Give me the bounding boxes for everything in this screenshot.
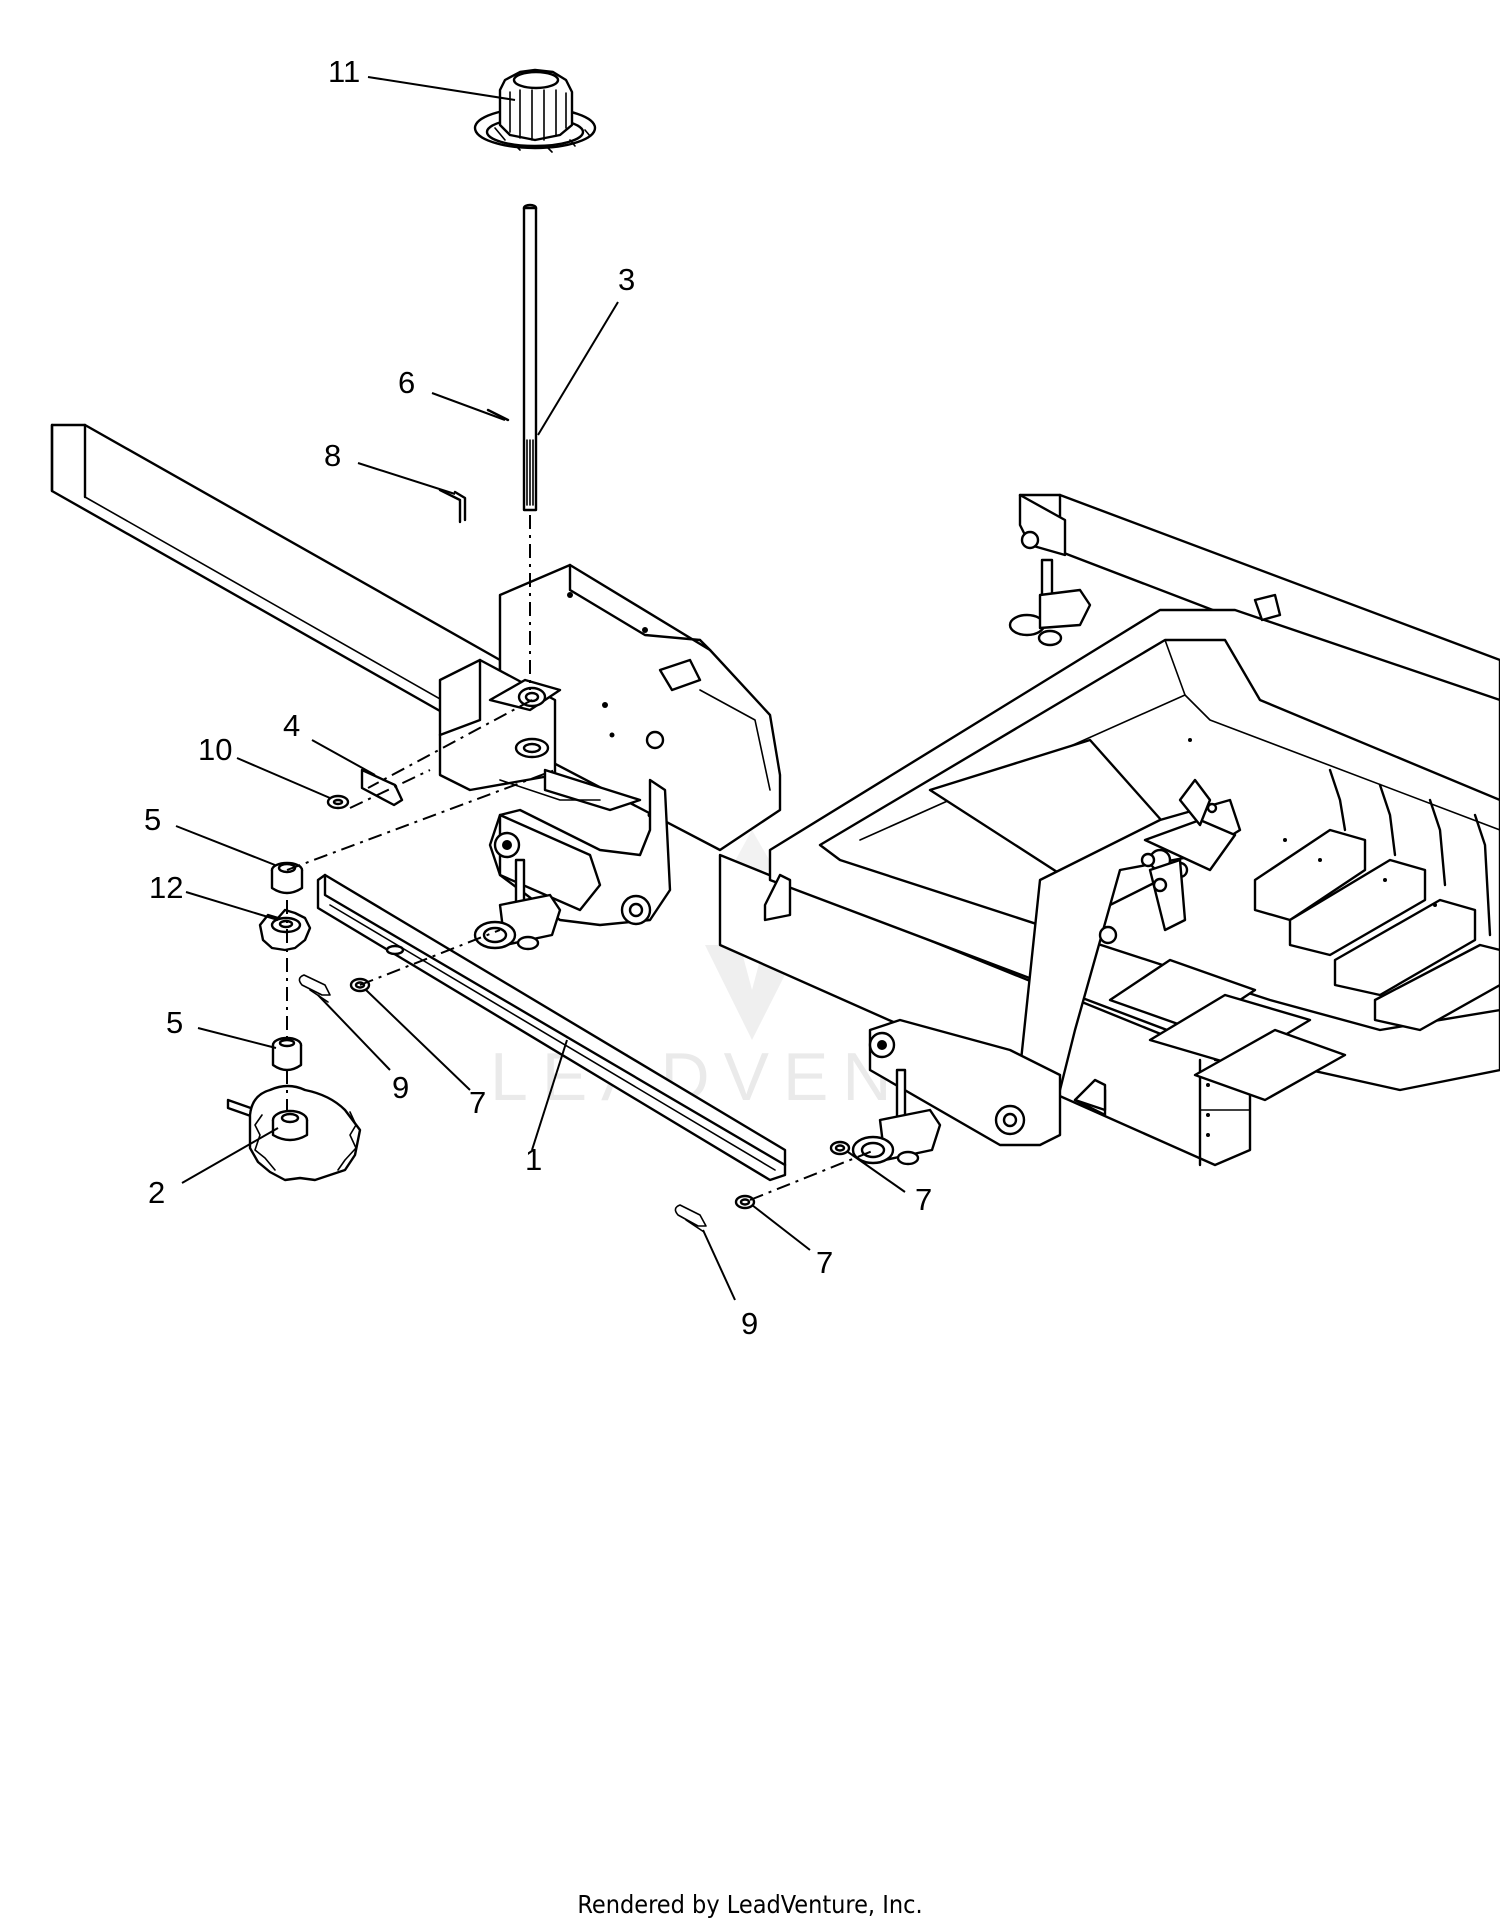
callout-6: 6 [398, 365, 415, 400]
callout-7-right: 7 [915, 1182, 932, 1217]
left-height-bracket [438, 563, 782, 951]
part-5-bushing-upper [270, 861, 304, 895]
part-10-nut [326, 794, 350, 810]
part-5-bushing-lower [271, 1036, 303, 1072]
leader-lines [175, 76, 906, 1301]
footer-credit: Rendered by LeadVenture, Inc. [577, 1890, 923, 1919]
callout-12: 12 [149, 870, 183, 905]
callout-9-upper: 9 [392, 1070, 409, 1105]
assembly-centerlines [286, 515, 876, 1201]
callout-8: 8 [324, 438, 341, 473]
callout-10: 10 [198, 732, 232, 767]
part-2-adjust-wheel [226, 1084, 362, 1182]
callout-5-lower: 5 [166, 1005, 183, 1040]
callout-7-lower: 7 [816, 1245, 833, 1280]
part-3-rod [522, 203, 538, 512]
callout-1: 1 [525, 1142, 542, 1177]
callout-7-upper: 7 [469, 1085, 486, 1120]
part-1-link-bar [316, 873, 787, 1182]
callout-labels: 11 3 6 8 4 10 5 12 5 9 7 1 2 7 7 9 [144, 54, 932, 1341]
callout-9-lower: 9 [741, 1306, 758, 1341]
callout-3: 3 [618, 262, 635, 297]
part-6-pin [486, 408, 510, 422]
callout-4: 4 [283, 708, 300, 743]
callout-11: 11 [328, 54, 360, 89]
part-9-cotter-pin-lower [674, 1204, 707, 1233]
part-8-lpin [438, 488, 467, 524]
part-11-knob [473, 68, 597, 153]
frame-left-tube [50, 423, 502, 747]
part-9-cotter-pin-upper [298, 974, 331, 1003]
upper-right-hanger [1008, 493, 1092, 647]
callout-5-upper: 5 [144, 802, 161, 837]
part-12-gear [258, 908, 312, 952]
callout-2: 2 [148, 1175, 165, 1210]
right-pivot-bracket [851, 778, 1242, 1166]
part-4-clip [360, 768, 404, 807]
